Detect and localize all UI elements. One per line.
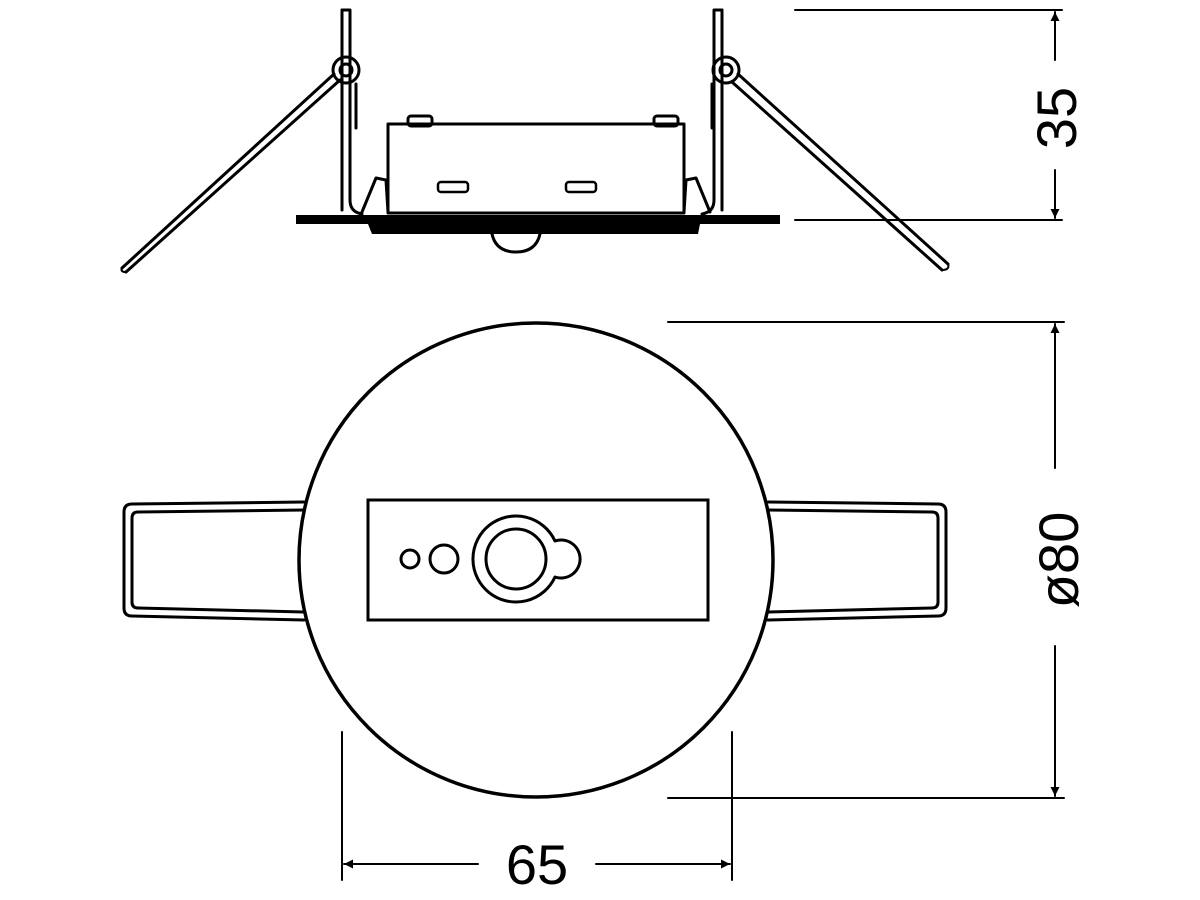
side-view	[120, 8, 950, 274]
side-lens	[490, 232, 542, 254]
indicator-dot-small	[399, 548, 421, 570]
top-spring-left	[122, 500, 306, 622]
side-spring-right	[736, 72, 950, 266]
diameter-dimension-label: ø80	[1027, 512, 1090, 609]
side-slot-right	[564, 180, 598, 194]
side-bracket-right	[700, 8, 724, 216]
side-slot-left	[436, 180, 470, 194]
sensor-lens-outline	[471, 514, 582, 604]
sensor-window	[366, 498, 710, 622]
cutout-dimension: 65	[341, 731, 733, 896]
indicator-dot-medium	[428, 543, 460, 575]
height-dimension-label: 35	[1025, 87, 1088, 149]
side-spring-left	[120, 72, 336, 270]
top-disc	[297, 321, 775, 799]
height-dimension: 35	[794, 9, 1088, 221]
diameter-dimension: ø80	[667, 321, 1090, 799]
side-bracket-left	[340, 8, 364, 216]
side-housing	[386, 122, 686, 215]
cutout-dimension-label: 65	[506, 833, 568, 896]
top-spring-right	[766, 500, 948, 622]
top-view	[122, 321, 948, 799]
sensor-lens	[484, 527, 548, 591]
